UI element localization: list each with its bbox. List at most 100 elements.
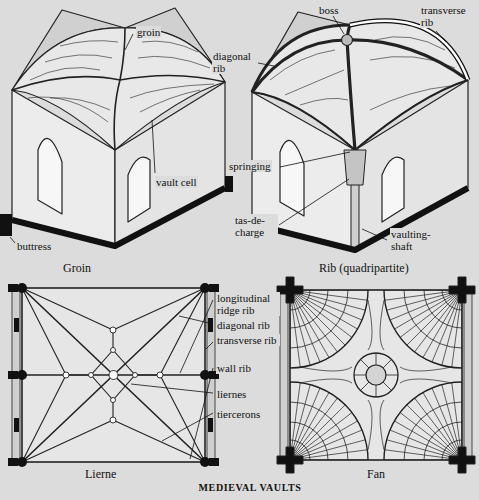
part-label: springing <box>228 160 272 172</box>
leader-lines-part <box>362 229 387 240</box>
lierne-plan-part-part <box>17 370 27 380</box>
lierne-plan-part-part <box>208 318 213 332</box>
leader-lines-part <box>152 120 155 173</box>
rib-vault-part <box>252 80 468 150</box>
view-caption: Rib (quadripartite) <box>318 262 410 275</box>
lierne-plan-part <box>22 288 205 462</box>
rib-vault-part <box>252 25 350 92</box>
part-label: vaulting-shaft <box>390 228 448 252</box>
part-label: wall rib <box>216 362 252 374</box>
lierne-plan <box>8 283 219 467</box>
leader-lines-part <box>179 316 213 324</box>
part-label: diagonal rib <box>212 50 258 74</box>
fan-plan-part <box>300 300 452 450</box>
groin-vault-part <box>0 214 12 236</box>
leader-lines-part <box>125 34 133 50</box>
fan-plan-part <box>354 353 398 397</box>
part-label: buttress <box>16 240 52 252</box>
leader-lines <box>10 16 445 459</box>
leader-lines-part <box>131 384 213 393</box>
leader-lines-part <box>206 342 213 349</box>
leader-lines-part <box>333 16 344 34</box>
leader-lines-part <box>190 368 213 459</box>
lierne-plan-part-part <box>14 418 19 432</box>
leader-lines-part <box>280 152 350 167</box>
lierne-plan-part-part <box>8 284 18 292</box>
lierne-plan-part-part <box>14 318 19 332</box>
part-label: liernes <box>216 388 247 400</box>
lierne-plan-part-part <box>200 457 210 467</box>
part-label: diagonal rib <box>216 319 271 331</box>
view-caption: Groin <box>62 262 92 275</box>
groin-vault-part <box>225 176 233 192</box>
fan-plan-part <box>354 353 398 397</box>
lierne-plan-part-part <box>110 327 116 333</box>
fan-plan-part <box>366 365 386 385</box>
fan-plan-part <box>290 290 462 460</box>
fan-plan-part <box>290 290 462 460</box>
groin-vault-part <box>12 188 225 246</box>
leader-lines-part <box>180 300 213 373</box>
groin-vault <box>0 8 233 246</box>
fan-plan-part <box>277 277 303 303</box>
lierne-plan-part-part <box>111 398 116 403</box>
lierne-plan-part <box>22 288 205 462</box>
lierne-plan-part <box>63 327 163 423</box>
rib-vault-part <box>350 21 468 80</box>
fan-plan-part <box>449 447 475 473</box>
lierne-plan-part <box>8 283 219 467</box>
rib-vault-part <box>350 21 468 80</box>
rib-vault-part <box>252 21 468 150</box>
fan-plan <box>277 277 475 473</box>
part-label: tas-de-charge <box>234 214 278 238</box>
lierne-plan-part-part <box>200 370 210 380</box>
rib-vault-part <box>342 35 353 46</box>
lierne-plan-part-part <box>8 371 18 379</box>
lierne-plan-part-part <box>133 373 138 378</box>
lierne-plan-part-part <box>63 372 69 378</box>
part-label: groin <box>136 26 161 38</box>
fan-plan-part-part <box>290 290 368 368</box>
part-label: transverse rib <box>216 334 280 346</box>
leader-lines-part <box>258 63 274 66</box>
part-label: vault cell <box>155 176 198 188</box>
lierne-plan-part <box>22 288 205 462</box>
lierne-plan-part-part <box>17 283 27 293</box>
view-caption: Fan <box>366 468 386 481</box>
leader-lines-part <box>279 179 349 225</box>
fan-plan-part-part <box>384 290 462 368</box>
groin-vault-part <box>28 41 214 122</box>
part-label: longitudinal ridge rib <box>216 292 280 316</box>
lierne-plan-part-part <box>109 371 118 380</box>
lierne-plan-part-part <box>209 284 219 292</box>
lierne-plan-part-part <box>157 372 163 378</box>
lierne-plan-part-part <box>200 283 210 293</box>
leader-lines-part <box>436 31 445 41</box>
leader-lines-part <box>10 237 15 243</box>
groin-vault-part <box>38 138 62 214</box>
part-label: transverse rib <box>420 4 476 28</box>
lierne-plan-part-part <box>8 458 18 466</box>
leader-lines-part <box>162 413 213 441</box>
fan-plan-part <box>280 288 288 462</box>
fan-plan-part <box>464 288 472 462</box>
lierne-plan-part-part <box>111 348 116 353</box>
fan-plan-part <box>277 447 303 473</box>
lierne-plan-part-part <box>110 417 116 423</box>
lierne-plan-part-part <box>17 457 27 467</box>
part-label: tiercerons <box>216 408 261 420</box>
groin-vault-part <box>12 28 225 150</box>
groin-vault-part <box>12 28 225 150</box>
lierne-plan-part <box>66 330 160 420</box>
lierne-plan-part-part <box>89 373 94 378</box>
figure-title: MEDIEVAL VAULTS <box>140 482 360 493</box>
fan-plan-part <box>449 277 475 303</box>
groin-vault-part <box>128 157 150 222</box>
fan-plan-part-part <box>290 382 368 460</box>
rib-vault <box>252 12 468 250</box>
part-label: boss <box>318 4 340 16</box>
lierne-plan-part-part <box>208 418 213 432</box>
lierne-plan-part-part <box>209 458 219 466</box>
view-caption: Lierne <box>84 468 117 481</box>
